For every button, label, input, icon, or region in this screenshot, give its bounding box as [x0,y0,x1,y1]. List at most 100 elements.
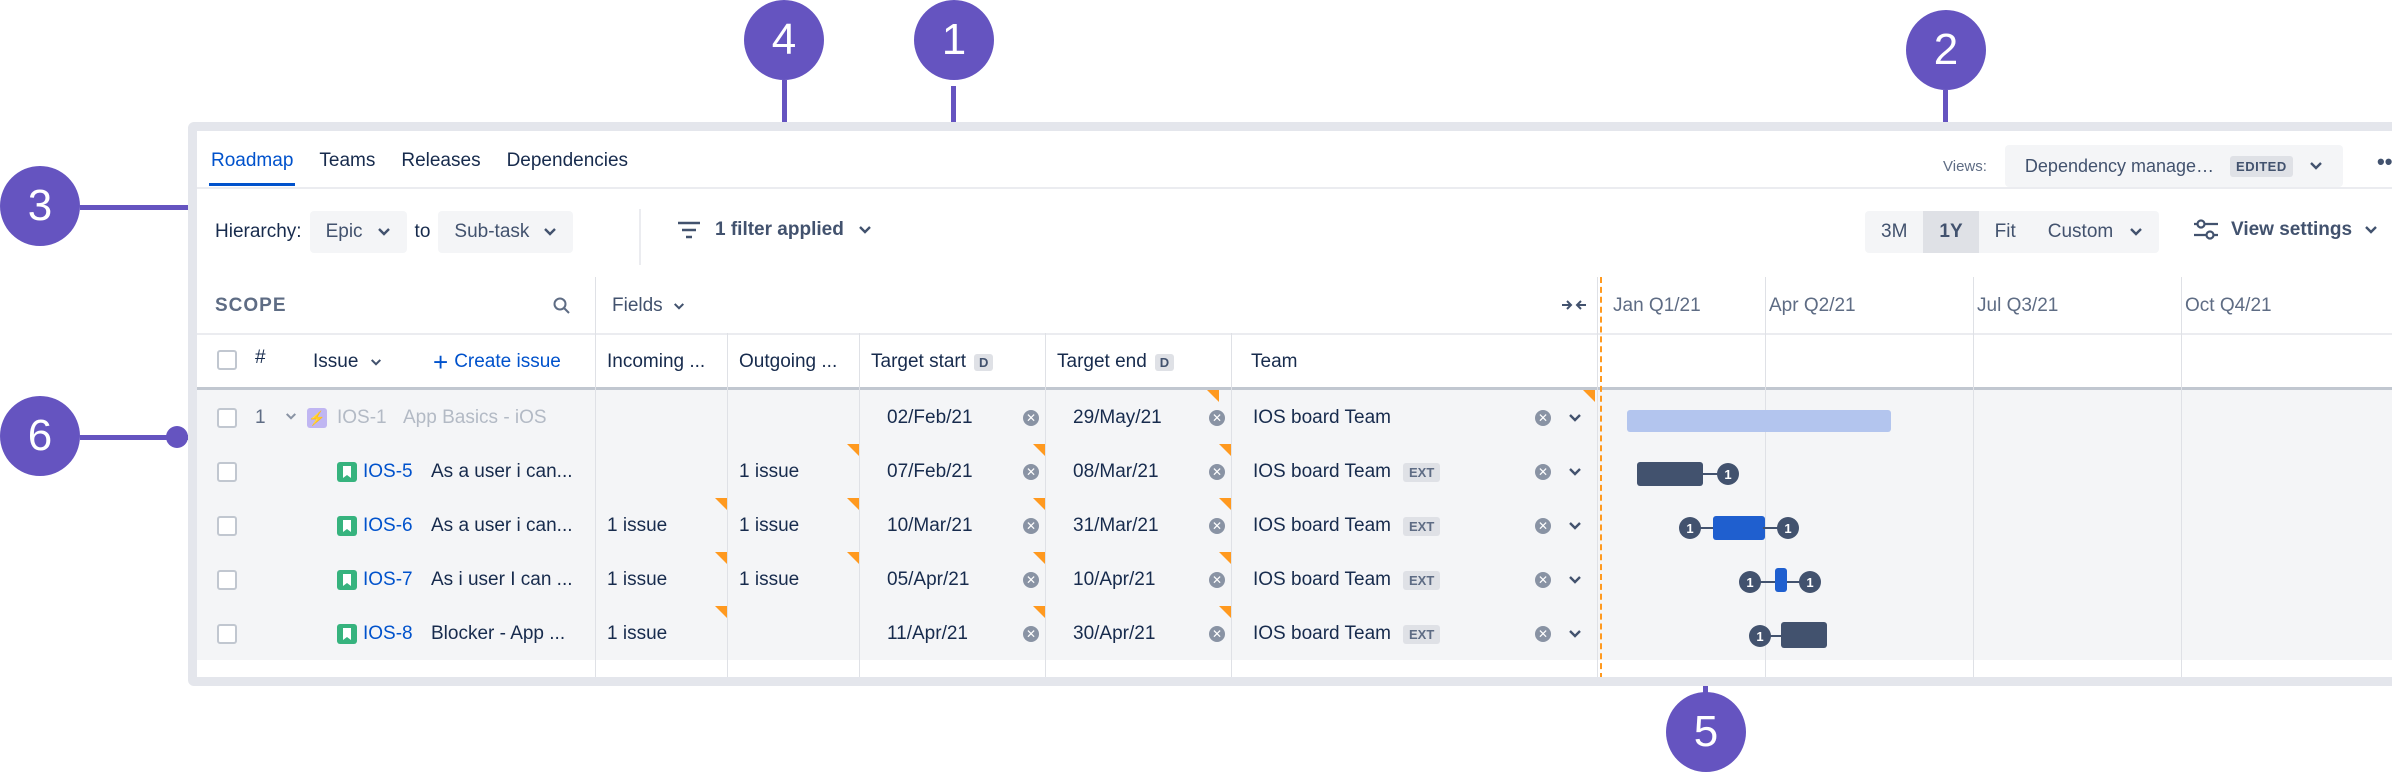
filter-button[interactable]: 1 filter applied [677,219,872,241]
target-start-value[interactable]: 11/Apr/21 [887,623,968,644]
views-select[interactable]: Dependency manage… EDITED [2004,145,2343,187]
clear-icon[interactable]: ✕ [1535,626,1551,642]
issue-key[interactable]: IOS-8 [363,623,413,644]
clear-icon[interactable]: ✕ [1023,572,1039,588]
incoming-dependency-badge[interactable]: 1 [1749,625,1771,647]
issue-key[interactable]: IOS-5 [363,461,413,482]
table-row[interactable] [197,606,2392,660]
fields-button[interactable]: Fields [612,291,685,321]
table-row[interactable] [197,498,2392,552]
col-issue[interactable]: Issue [313,347,382,377]
team-value[interactable]: IOS board Team EXT [1253,565,1441,595]
callout-6-line [80,435,188,440]
view-settings-button[interactable]: View settings [2193,219,2378,241]
target-end-value[interactable]: 30/Apr/21 [1073,623,1156,644]
create-issue-button[interactable]: + Create issue [433,347,561,377]
team-name: IOS board Team [1253,461,1392,482]
clear-icon[interactable]: ✕ [1209,626,1225,642]
chevron-down-icon[interactable] [285,412,297,421]
row-checkbox[interactable] [217,403,237,433]
team-value[interactable]: IOS board Team EXT [1253,511,1441,541]
row-checkbox[interactable] [217,457,237,487]
row-checkbox[interactable] [217,565,237,595]
clear-icon[interactable]: ✕ [1209,518,1225,534]
story-bar-selected[interactable] [1713,516,1765,540]
table-row[interactable] [197,444,2392,498]
chevron-down-icon[interactable] [1567,413,1583,423]
outgoing-dependency-badge[interactable]: 1 [1799,571,1821,593]
team-value[interactable]: IOS board Team EXT [1253,619,1441,649]
target-end-value[interactable]: 08/Mar/21 [1073,461,1159,482]
clear-icon[interactable]: ✕ [1535,410,1551,426]
outgoing-value[interactable]: 1 issue [739,515,800,536]
hierarchy-from-select[interactable]: Epic [309,211,407,253]
callout-3-line [80,205,250,210]
range-custom[interactable]: Custom [2032,211,2159,253]
target-start-value[interactable]: 07/Feb/21 [887,461,973,482]
clear-icon[interactable]: ✕ [1023,518,1039,534]
clear-icon[interactable]: ✕ [1535,518,1551,534]
row-checkbox[interactable] [217,619,237,649]
outgoing-value[interactable]: 1 issue [739,461,800,482]
outgoing-dependency-badge[interactable]: 1 [1717,463,1739,485]
target-start-value[interactable]: 05/Apr/21 [887,569,970,590]
search-icon[interactable] [553,297,571,315]
story-bar-selected[interactable] [1775,568,1787,592]
scope-title: SCOPE [215,295,287,316]
range-1y[interactable]: 1Y [1923,211,1979,253]
target-start-value[interactable]: 10/Mar/21 [887,515,973,536]
target-start-value[interactable]: 02/Feb/21 [887,407,973,428]
chevron-down-icon[interactable] [1567,575,1583,585]
chevron-down-icon[interactable] [1567,629,1583,639]
team-value[interactable]: IOS board Team EXT [1253,457,1441,487]
team-value[interactable]: IOS board Team [1253,407,1392,428]
outgoing-dependency-badge[interactable]: 1 [1777,517,1799,539]
callout-6-dot [166,426,188,448]
tab-dependencies[interactable]: Dependencies [506,150,629,171]
tab-releases[interactable]: Releases [401,150,481,171]
date-field-badge: D [1154,353,1175,371]
tab-teams[interactable]: Teams [319,150,376,171]
clear-icon[interactable]: ✕ [1023,410,1039,426]
date-field-badge: D [974,353,994,371]
target-end-value[interactable]: 31/Mar/21 [1073,515,1159,536]
issue-key[interactable]: IOS-1 [337,407,387,428]
target-end-value[interactable]: 29/May/21 [1073,407,1162,428]
range-3m[interactable]: 3M [1881,221,1908,242]
clear-icon[interactable]: ✕ [1535,572,1551,588]
table-row[interactable] [197,390,2392,444]
story-bar[interactable] [1637,462,1703,486]
row-checkbox[interactable] [217,511,237,541]
select-all-checkbox[interactable] [217,345,237,375]
target-end-value[interactable]: 10/Apr/21 [1073,569,1156,590]
incoming-value[interactable]: 1 issue [607,623,668,644]
epic-bar[interactable] [1627,410,1891,432]
clear-icon[interactable]: ✕ [1535,464,1551,480]
clear-icon[interactable]: ✕ [1209,410,1225,426]
clear-icon[interactable]: ✕ [1209,572,1225,588]
incoming-dependency-badge[interactable]: 1 [1739,571,1761,593]
hierarchy-to-select[interactable]: Sub-task [438,211,574,253]
col-outgoing: Outgoing ... [739,351,838,372]
issue-key[interactable]: IOS-7 [363,569,413,590]
tab-roadmap[interactable]: Roadmap [209,149,296,186]
team-name: IOS board Team [1253,623,1392,644]
incoming-value[interactable]: 1 issue [607,569,668,590]
collapse-columns-icon[interactable] [1561,297,1587,313]
incoming-value[interactable]: 1 issue [607,515,668,536]
chevron-down-icon[interactable] [1567,467,1583,477]
table-row[interactable] [197,552,2392,606]
issue-key[interactable]: IOS-6 [363,515,413,536]
chevron-down-icon [544,228,557,236]
clear-icon[interactable]: ✕ [1023,464,1039,480]
incoming-dependency-badge[interactable]: 1 [1679,517,1701,539]
chevron-down-icon[interactable] [1567,521,1583,531]
hierarchy-to-label: to [414,221,431,242]
range-fit[interactable]: Fit [1994,221,2016,242]
outgoing-value[interactable]: 1 issue [739,569,800,590]
clear-icon[interactable]: ✕ [1023,626,1039,642]
story-bar[interactable] [1781,622,1827,648]
toolbar-divider [639,209,641,265]
clear-icon[interactable]: ✕ [1209,464,1225,480]
more-icon[interactable]: •• [2377,149,2392,174]
